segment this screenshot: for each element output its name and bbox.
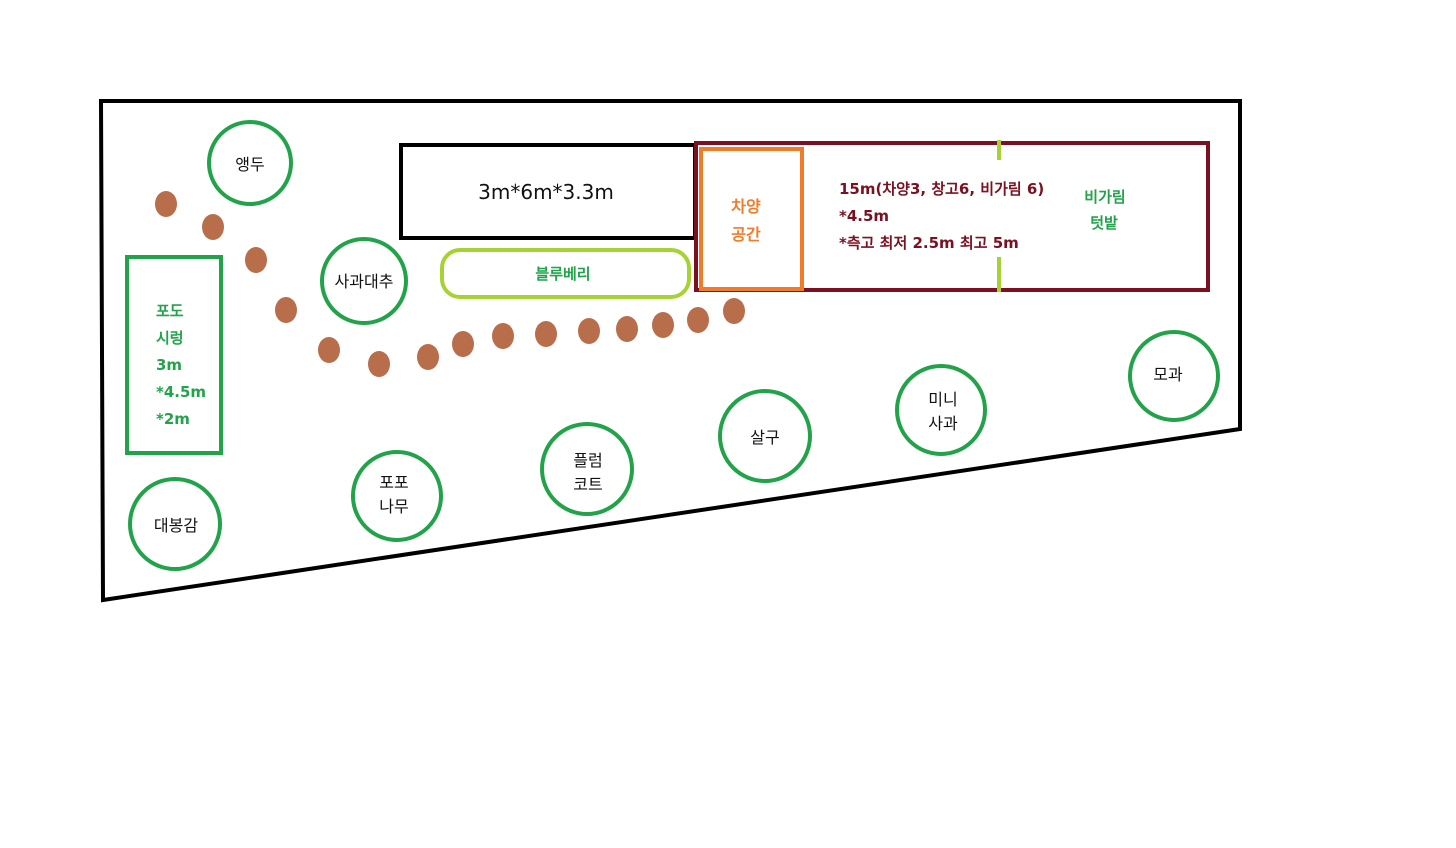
greenhouse-dimension-line-1: 15m(차양3, 창고6, 비가림 6)	[839, 180, 1044, 198]
shrub-dot	[368, 351, 390, 377]
blueberry-bed: 블루베리	[440, 248, 691, 299]
tree-persimmon: 대봉감	[128, 477, 222, 571]
tree-quince-ring	[1128, 330, 1220, 422]
shrub-dot	[202, 214, 224, 240]
shade-space: 차양 공간	[699, 147, 804, 291]
tree-persimmon-label: 대봉감	[154, 516, 198, 535]
tree-plumcot-ring	[540, 422, 634, 516]
greenhouse-dimension-line-3: *측고 최저 2.5m 최고 5m	[839, 234, 1019, 252]
tree-apricot: 살구	[718, 389, 812, 483]
tree-cherry-label: 앵두	[235, 155, 264, 174]
shrub-dot	[652, 312, 674, 338]
tree-jujube: 사과대추	[320, 237, 408, 325]
tree-quince: 모과	[1128, 330, 1220, 422]
greenhouse: 15m(차양3, 창고6, 비가림 6) *4.5m *측고 최저 2.5m 최…	[694, 140, 1210, 292]
grape-trellis-label-line-3: 3m	[156, 356, 182, 374]
shed: 3m*6m*3.3m	[399, 143, 697, 240]
grape-trellis-label-line-4: *4.5m	[156, 383, 206, 401]
tree-mini-apple-label-line-1: 미니	[928, 390, 957, 409]
grape-trellis-label-line-1: 포도	[156, 302, 184, 320]
shrub-dot	[318, 337, 340, 363]
grape-trellis-outline	[125, 255, 223, 455]
shrub-dot	[616, 316, 638, 342]
tree-mini-apple-ring	[895, 364, 987, 456]
shade-space-outline	[699, 147, 804, 291]
shade-space-label-line-1: 차양	[731, 197, 761, 216]
shrub-dot	[452, 331, 474, 357]
rain-shelter-label-line-1: 비가림	[1084, 188, 1125, 206]
tree-plumcot-label-line-2: 코트	[573, 475, 602, 494]
blueberry-label: 블루베리	[535, 265, 590, 283]
greenhouse-outline	[694, 141, 1210, 292]
tree-cherry-ring	[207, 120, 293, 206]
tree-mini-apple: 미니 사과	[895, 364, 987, 456]
shrub-dot	[245, 247, 267, 273]
tree-jujube-label: 사과대추	[335, 272, 394, 291]
tree-cherry: 앵두	[207, 120, 293, 206]
tree-mini-apple-label-line-2: 사과	[928, 414, 958, 433]
shade-space-label-line-2: 공간	[731, 225, 761, 244]
grape-trellis-label-line-5: *2m	[156, 410, 190, 428]
grape-trellis-label-line-2: 시렁	[156, 329, 184, 347]
tree-pawpaw: 포포 나무	[351, 450, 443, 542]
shrub-dot	[578, 318, 600, 344]
shrub-dot	[275, 297, 297, 323]
tree-plumcot: 플럼 코트	[540, 422, 634, 516]
shed-label: 3m*6m*3.3m	[478, 180, 614, 204]
property-boundary	[98, 99, 1242, 603]
tree-plumcot-label-line-1: 플럼	[573, 451, 602, 470]
tree-pawpaw-label-line-2: 나무	[379, 497, 408, 516]
tree-apricot-ring	[718, 389, 812, 483]
tree-jujube-ring	[320, 237, 408, 325]
tree-pawpaw-ring	[351, 450, 443, 542]
tree-pawpaw-label-line-1: 포포	[379, 473, 408, 492]
shrub-dot	[687, 307, 709, 333]
rain-shelter-label-line-2: 텃밭	[1090, 214, 1118, 232]
grape-trellis: 포도 시렁 3m *4.5m *2m	[125, 255, 223, 455]
shrub-dot	[155, 191, 177, 217]
shrub-dot	[535, 321, 557, 347]
shrub-dot	[723, 298, 745, 324]
shrub-dot	[417, 344, 439, 370]
greenhouse-dimension-line-2: *4.5m	[839, 207, 889, 225]
tree-quince-label: 모과	[1153, 365, 1183, 384]
shrub-dot	[492, 323, 514, 349]
blueberry-bed-outline	[440, 248, 691, 299]
tree-apricot-label: 살구	[750, 428, 779, 447]
shrub-row	[155, 191, 745, 377]
tree-persimmon-ring	[128, 477, 222, 571]
